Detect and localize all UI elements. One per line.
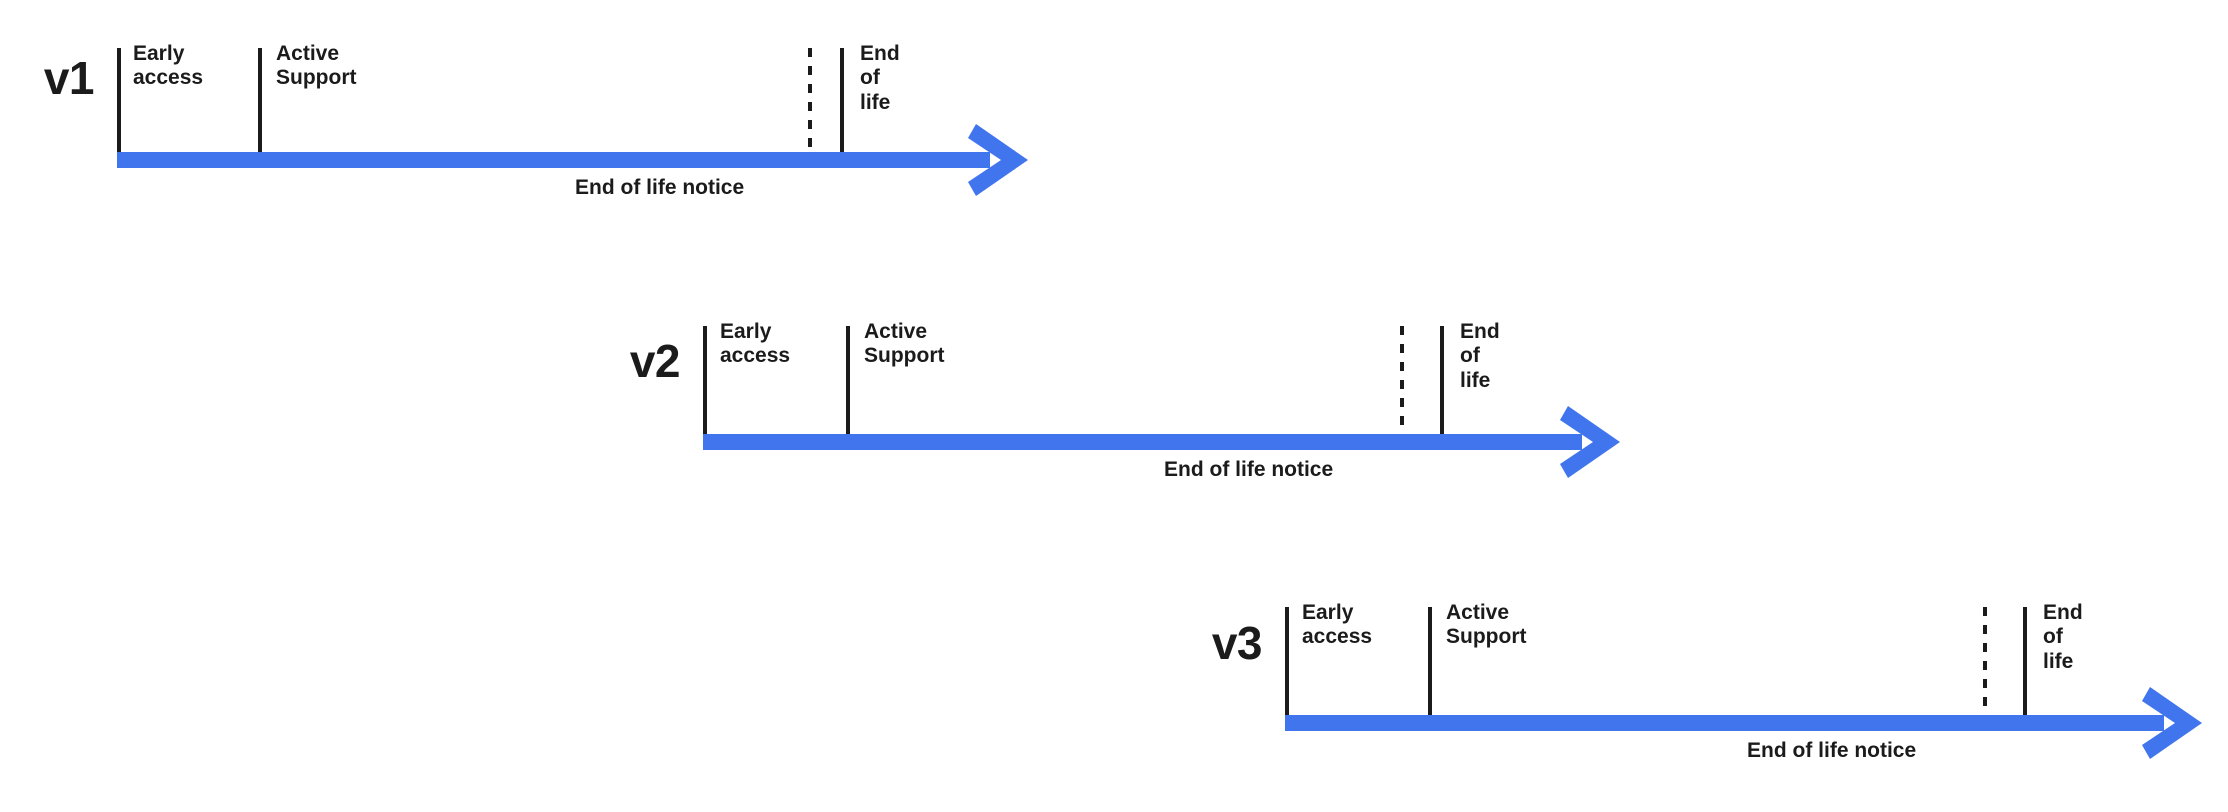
phase-label-v1-2: End of life (860, 42, 900, 114)
version-label-v2: v2 (629, 335, 681, 387)
timeline-arrow-shaft-v3 (1285, 715, 2164, 731)
version-label-v3: v3 (1211, 617, 1263, 669)
timeline-arrow-head-v1 (968, 124, 1028, 196)
version-label-v1: v1 (43, 52, 95, 104)
phase-divider-v3-1 (1428, 607, 1432, 715)
eol-notice-marker-v2 (1400, 326, 1404, 434)
phase-divider-v1-2 (840, 48, 844, 152)
phase-label-v1-1: Active Support (276, 42, 357, 90)
phase-divider-v2-1 (846, 326, 850, 434)
eol-notice-label-v1: End of life notice (575, 176, 745, 199)
phase-label-v1-0: Early access (133, 42, 204, 90)
eol-notice-label-v3: End of life notice (1747, 739, 1917, 762)
phase-divider-v2-0 (703, 326, 707, 434)
phase-divider-v1-1 (258, 48, 262, 152)
timeline-arrow-head-v2 (1560, 406, 1620, 478)
eol-notice-marker-v3 (1983, 607, 1987, 715)
timeline-arrow-head-v3 (2142, 687, 2202, 759)
eol-notice-label-v2: End of life notice (1164, 458, 1334, 481)
phase-label-v2-0: Early access (720, 320, 791, 368)
phase-divider-v2-2 (1440, 326, 1444, 434)
phase-label-v3-1: Active Support (1446, 601, 1527, 649)
phase-divider-v1-0 (117, 48, 121, 152)
phase-label-v3-0: Early access (1302, 601, 1373, 649)
phase-label-v2-2: End of life (1460, 320, 1500, 392)
phase-label-v2-1: Active Support (864, 320, 945, 368)
phase-divider-v3-0 (1285, 607, 1289, 715)
phase-label-v3-2: End of life (2043, 601, 2083, 673)
eol-notice-marker-v1 (808, 48, 812, 152)
timeline-arrow-shaft-v2 (703, 434, 1582, 450)
phase-divider-v3-2 (2023, 607, 2027, 715)
timeline-arrow-shaft-v1 (117, 152, 990, 168)
